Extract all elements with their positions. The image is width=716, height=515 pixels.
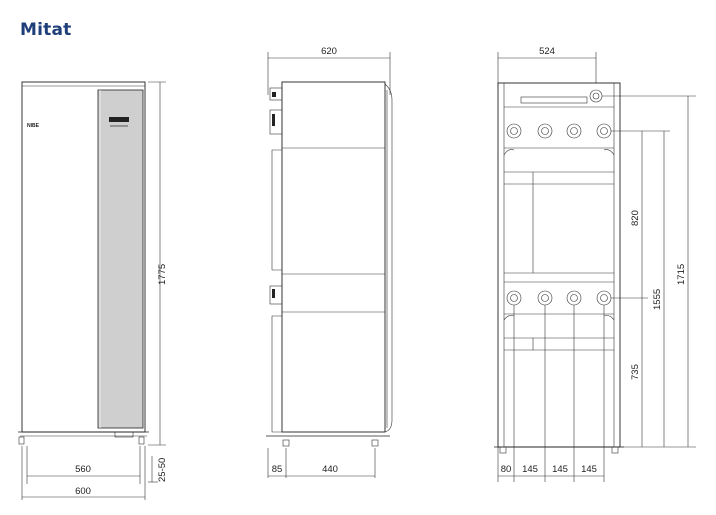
foot-left bbox=[18, 436, 25, 445]
rear-view: 524 bbox=[494, 46, 696, 482]
rear-spacing-145-b-label: 145 bbox=[552, 464, 568, 475]
front-outer-width-label: 600 bbox=[75, 486, 91, 497]
rear-frame bbox=[497, 82, 621, 448]
rear-spacing-80-label: 80 bbox=[501, 464, 512, 475]
side-foot-left bbox=[282, 439, 290, 447]
display-screen bbox=[109, 117, 129, 122]
rear-spacing-145-a-label: 145 bbox=[522, 464, 538, 475]
side-view: 620 85 440 bbox=[266, 46, 393, 478]
rear-foot-left bbox=[499, 446, 507, 454]
front-inner-width-label: 560 bbox=[75, 464, 91, 475]
rear-height-735-label: 735 bbox=[630, 364, 641, 380]
rear-upper-connectors bbox=[506, 123, 612, 139]
rear-height-1555-label: 1555 bbox=[652, 289, 663, 310]
rear-height-1715-label: 1715 bbox=[676, 264, 687, 285]
front-door-panel bbox=[97, 89, 144, 429]
page-title: Mitat bbox=[20, 20, 72, 40]
side-feet-spacing-label: 440 bbox=[322, 464, 338, 475]
front-view: NIBE 1775 25-50 560 600 bbox=[18, 81, 168, 500]
rear-top-slot bbox=[520, 96, 588, 104]
front-height-label: 1775 bbox=[157, 264, 168, 285]
side-depth-label: 620 bbox=[321, 46, 337, 57]
side-cabinet bbox=[281, 81, 386, 433]
foot-right bbox=[138, 436, 145, 445]
side-connector-top bbox=[269, 87, 283, 101]
brand-logo: NIBE bbox=[27, 123, 40, 129]
side-foot-right bbox=[371, 439, 379, 447]
rear-spacing-145-c-label: 145 bbox=[581, 464, 597, 475]
side-left-offset-label: 85 bbox=[272, 464, 283, 475]
front-feet-label: 25-50 bbox=[157, 458, 168, 482]
rear-foot-right bbox=[611, 446, 619, 454]
rear-height-820-label: 820 bbox=[630, 210, 641, 226]
rear-width-label: 524 bbox=[539, 46, 555, 57]
